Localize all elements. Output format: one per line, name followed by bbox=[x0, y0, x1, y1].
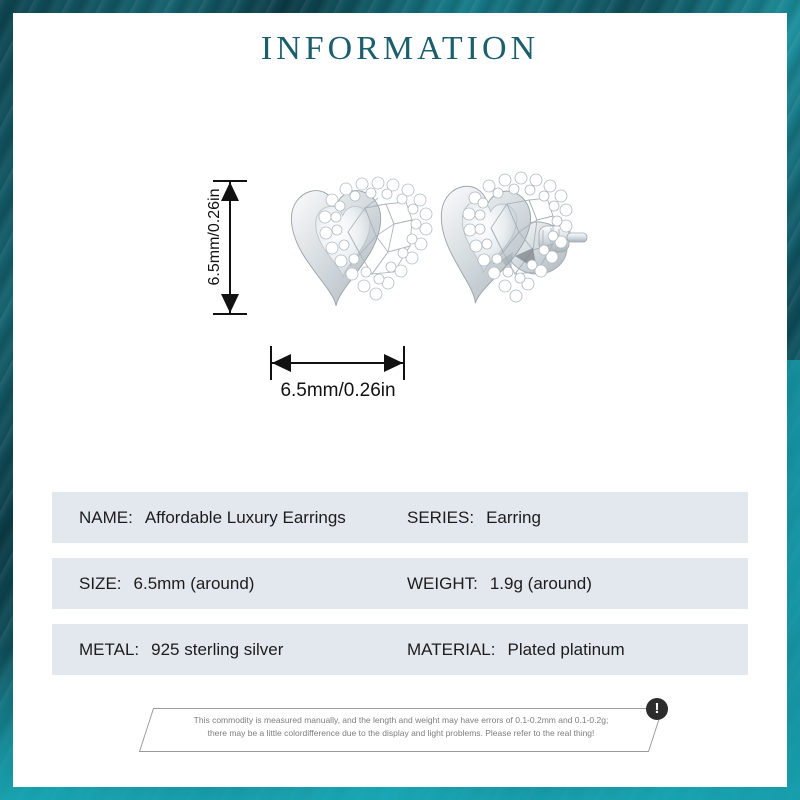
disclaimer-text: This commodity is measured manually, and… bbox=[174, 714, 628, 740]
spec-series-value: Earring bbox=[486, 507, 541, 527]
spec-size-value: 6.5mm (around) bbox=[133, 573, 255, 593]
dimension-width-label: 6.5mm/0.26in bbox=[280, 380, 396, 401]
spec-weight: WEIGHT: 1.9g (around) bbox=[407, 574, 592, 594]
arrow-right-icon bbox=[384, 354, 403, 372]
exclamation-icon: ! bbox=[646, 698, 668, 720]
spec-size: SIZE: 6.5mm (around) bbox=[52, 574, 407, 594]
specifications-table: NAME: Affordable Luxury Earrings SERIES:… bbox=[52, 492, 748, 690]
spec-metal-key: METAL: bbox=[79, 639, 140, 659]
dimension-height-line bbox=[229, 180, 231, 315]
pave-halo-left bbox=[318, 176, 433, 301]
spec-size-key: SIZE: bbox=[79, 573, 122, 593]
spec-weight-value: 1.9g (around) bbox=[489, 573, 592, 593]
spec-name-key: NAME: bbox=[79, 507, 133, 527]
earrings-illustration bbox=[290, 171, 588, 306]
table-row: NAME: Affordable Luxury Earrings SERIES:… bbox=[52, 492, 748, 543]
disclaimer-line-2: there may be a little colordifference du… bbox=[207, 728, 595, 739]
page-title: INFORMATION bbox=[260, 30, 540, 67]
disclaimer-line-1: This commodity is measured manually, and… bbox=[193, 715, 609, 725]
spec-metal: METAL: 925 sterling silver bbox=[52, 640, 407, 660]
earring-left bbox=[290, 176, 433, 306]
spec-name-value: Affordable Luxury Earrings bbox=[144, 507, 346, 527]
table-row: METAL: 925 sterling silver MATERIAL: Pla… bbox=[52, 624, 748, 675]
spec-material-key: MATERIAL: bbox=[407, 639, 496, 659]
arrow-left-icon bbox=[272, 354, 291, 372]
product-image bbox=[255, 160, 605, 335]
dimension-height-label: 6.5mm/0.26in bbox=[206, 188, 223, 286]
spec-series-key: SERIES: bbox=[407, 507, 475, 527]
spec-name: NAME: Affordable Luxury Earrings bbox=[52, 508, 407, 528]
dimension-width-line bbox=[270, 362, 405, 364]
spec-material: MATERIAL: Plated platinum bbox=[407, 640, 625, 660]
spec-material-value: Plated platinum bbox=[507, 639, 625, 659]
spec-metal-value: 925 sterling silver bbox=[151, 639, 284, 659]
pave-halo-right bbox=[462, 171, 573, 303]
disclaimer-banner: This commodity is measured manually, and… bbox=[138, 698, 668, 752]
earring-right bbox=[440, 171, 588, 304]
arrow-up-icon bbox=[221, 182, 239, 201]
arrow-down-icon bbox=[221, 294, 239, 313]
dimension-height: 6.5mm/0.26in bbox=[185, 180, 247, 315]
table-row: SIZE: 6.5mm (around) WEIGHT: 1.9g (aroun… bbox=[52, 558, 748, 609]
spec-series: SERIES: Earring bbox=[407, 508, 541, 528]
dimension-width: 6.5mm/0.26in bbox=[270, 346, 405, 404]
spec-weight-key: WEIGHT: bbox=[407, 573, 478, 593]
